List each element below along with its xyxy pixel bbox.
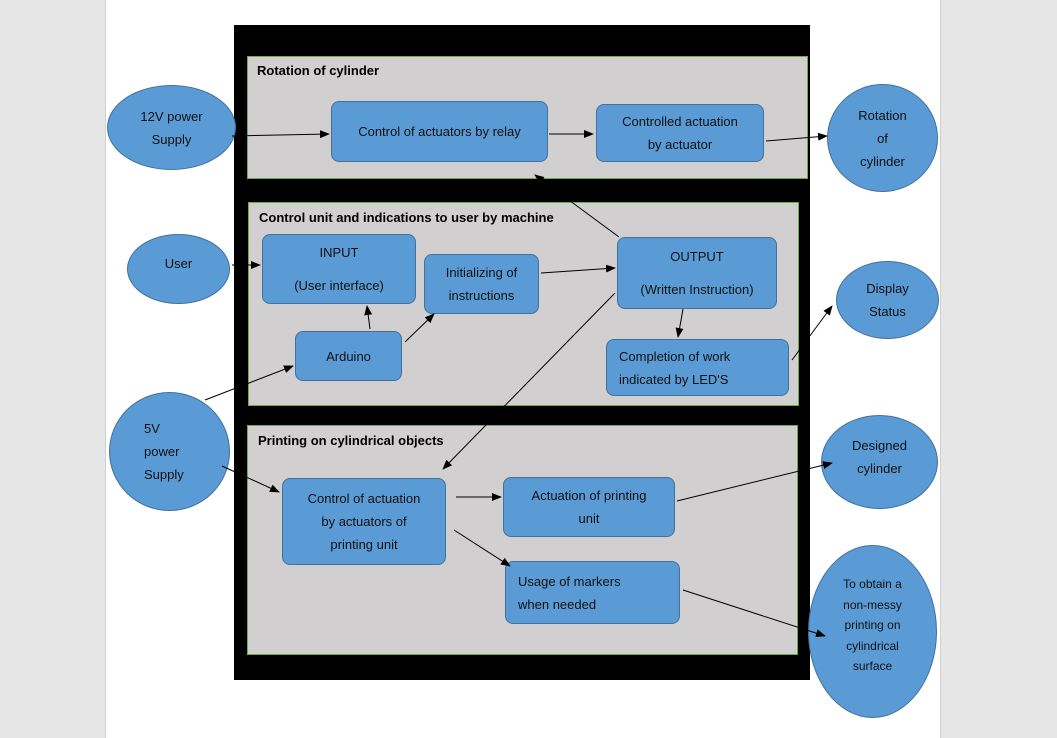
control-printing-box: Control of actuation by actuators of pri… (282, 478, 446, 565)
power-5v-ellipse: 5V power Supply (109, 392, 230, 511)
designed-cylinder-text-2: cylinder (857, 461, 902, 476)
designed-cylinder-text-1: Designed (852, 438, 907, 453)
arrow-markers-to-result (682, 589, 826, 638)
control-printing-text-3: printing unit (330, 537, 398, 552)
arduino-box: Arduino (295, 331, 402, 381)
output-box-title: OUTPUT (670, 248, 724, 264)
input-box: INPUT (User interface) (262, 234, 416, 304)
actuation-printing-text-2: unit (578, 511, 600, 526)
display-status-text-1: Display (866, 281, 909, 296)
actuation-printing-box: Actuation of printing unit (503, 477, 675, 537)
completion-text-1: Completion of work (619, 348, 731, 364)
designed-cylinder-ellipse: Designed cylinder (821, 415, 938, 509)
display-status-text-2: Status (869, 304, 906, 319)
initializing-instructions-box: Initializing of instructions (424, 254, 539, 314)
arrow-arduino-to-input (364, 305, 373, 330)
initializing-text-1: Initializing of (445, 265, 518, 280)
result-text-4: cylindrical (846, 638, 899, 653)
output-box-subtitle: (Written Instruction) (640, 281, 754, 297)
arrow-5v-to-control-printing (221, 465, 280, 493)
display-status-ellipse: Display Status (836, 261, 939, 339)
rotation-output-ellipse: Rotation of cylinder (827, 84, 938, 192)
result-text-1: To obtain a (843, 577, 902, 592)
power-12v-text-1: 12V power (140, 108, 203, 124)
relay-control-box: Control of actuators by relay (331, 101, 548, 162)
arrow-actuation-to-designed (676, 461, 833, 502)
markers-text-1: Usage of markers (518, 573, 621, 589)
initializing-text-2: instructions (448, 288, 515, 303)
rotation-output-text-1: Rotation (858, 107, 907, 123)
completion-box: Completion of work indicated by LED'S (606, 339, 789, 396)
input-box-subtitle: (User interface) (294, 277, 384, 293)
arrow-output-to-rotation-section (534, 174, 620, 238)
user-ellipse: User (127, 234, 230, 304)
result-ellipse: To obtain a non-messy printing on cylind… (808, 545, 937, 718)
user-text: User (164, 255, 193, 271)
power-12v-ellipse: 12V power Supply (107, 85, 236, 170)
power-12v-text-2: Supply (151, 131, 192, 147)
power-5v-text-2: power (144, 444, 180, 459)
markers-box: Usage of markers when needed (505, 561, 680, 624)
arrow-12v-to-relay (231, 130, 330, 139)
arrow-arduino-to-initializing (404, 313, 435, 343)
arrow-actuation-to-rotation (765, 132, 828, 142)
arrow-initializing-to-output (540, 264, 616, 274)
completion-text-2: indicated by LED'S (619, 371, 729, 387)
rotation-output-text-3: cylinder (860, 153, 905, 169)
result-text-2: non-messy (843, 597, 902, 612)
controlled-actuation-box: Controlled actuation by actuator (596, 104, 764, 162)
section-rotation-title: Rotation of cylinder (257, 63, 380, 78)
controlled-actuation-text-2: by actuator (647, 137, 713, 152)
rotation-output-text-2: of (877, 130, 888, 146)
control-printing-text-1: Control of actuation (307, 491, 421, 506)
power-5v-text-3: Supply (144, 467, 184, 482)
arrow-5v-to-arduino (204, 365, 294, 401)
power-5v-text-1: 5V (144, 421, 160, 436)
relay-control-text: Control of actuators by relay (358, 124, 521, 139)
control-printing-text-2: by actuators of (321, 514, 407, 529)
controlled-actuation-text-1: Controlled actuation (622, 114, 738, 129)
markers-text-2: when needed (518, 596, 597, 612)
output-box: OUTPUT (Written Instruction) (617, 237, 777, 309)
result-text-5: surface (852, 659, 893, 674)
section-control-title: Control unit and indications to user by … (259, 210, 554, 225)
result-text-3: printing on (844, 618, 901, 633)
arrow-completion-to-display (791, 305, 833, 361)
arrow-output-to-control-printing (442, 292, 616, 470)
arrow-output-to-completion (675, 308, 684, 338)
section-printing-title: Printing on cylindrical objects (258, 433, 444, 448)
arduino-text: Arduino (326, 348, 371, 364)
arrow-control-to-markers (453, 529, 511, 567)
input-box-title: INPUT (319, 244, 359, 260)
actuation-printing-text-1: Actuation of printing (531, 488, 647, 503)
